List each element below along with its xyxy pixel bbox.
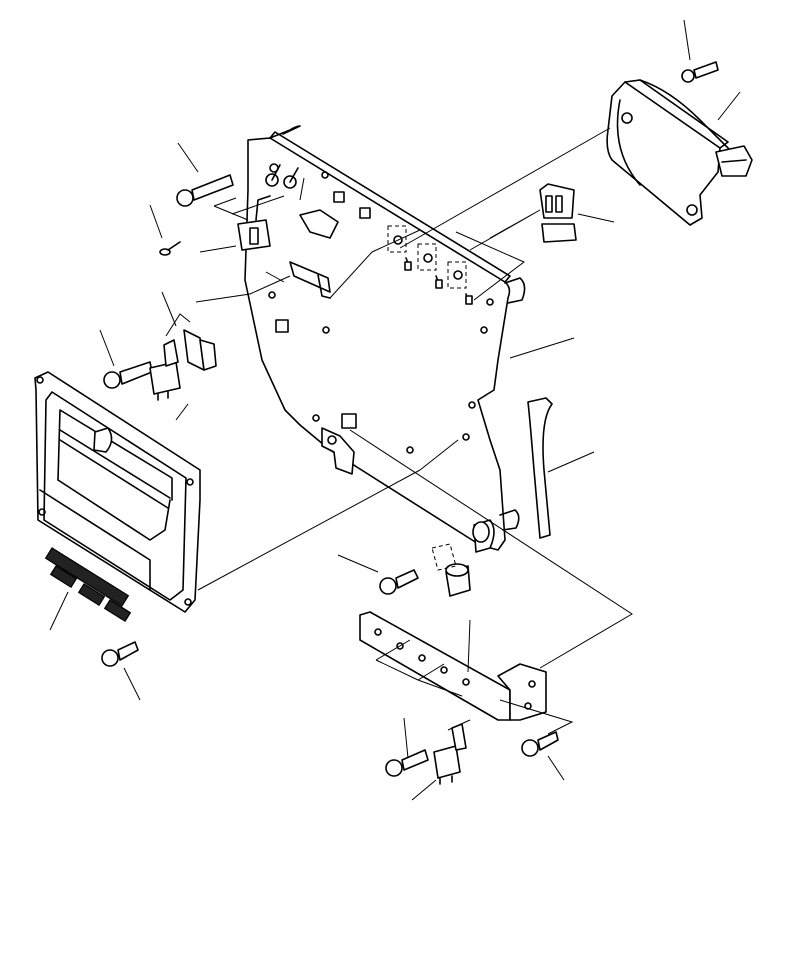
leader-11 [337,554,379,573]
angle-bracket [359,611,547,721]
bolt-left-mid [103,361,153,389]
leader-12 [49,591,69,631]
harness-strap [527,397,553,539]
leader-8 [577,213,615,223]
leader-18 [299,177,305,201]
bolt-center [379,569,419,595]
harness-bracket [606,79,753,226]
callout-leaders [49,19,741,801]
bolt-lower-center [385,749,429,777]
leader-20 [175,403,189,421]
assembly-lines [165,127,633,735]
bolt-lower-right [521,731,559,757]
relay-small-mid [183,329,217,371]
mounting-plate [244,125,526,553]
leader-13 [123,667,141,701]
leader-14 [467,619,471,673]
leader-2 [717,91,741,121]
leader-1 [683,19,691,61]
leader-5 [199,245,237,253]
bolt-long-left [176,174,234,207]
leader-4 [149,204,163,239]
leader-16 [411,779,437,801]
relay-upper-left [237,195,271,251]
connector [539,183,577,243]
bolt-lower-left [101,641,139,667]
screw-small-left [159,241,181,256]
bolt-top-right [681,61,719,83]
leader-10 [547,451,595,473]
leader-7 [99,329,115,367]
relay-left [149,339,181,401]
relay-lower [433,723,467,785]
leader-3 [177,142,199,173]
leader-19 [265,271,285,283]
bolts-upper-plate [265,164,299,189]
leader-9 [509,337,575,359]
leader-6 [161,291,177,327]
leader-17 [547,755,565,781]
controller-unit [34,371,201,623]
leader-15 [403,717,409,759]
spacer-cylinder [431,543,471,597]
